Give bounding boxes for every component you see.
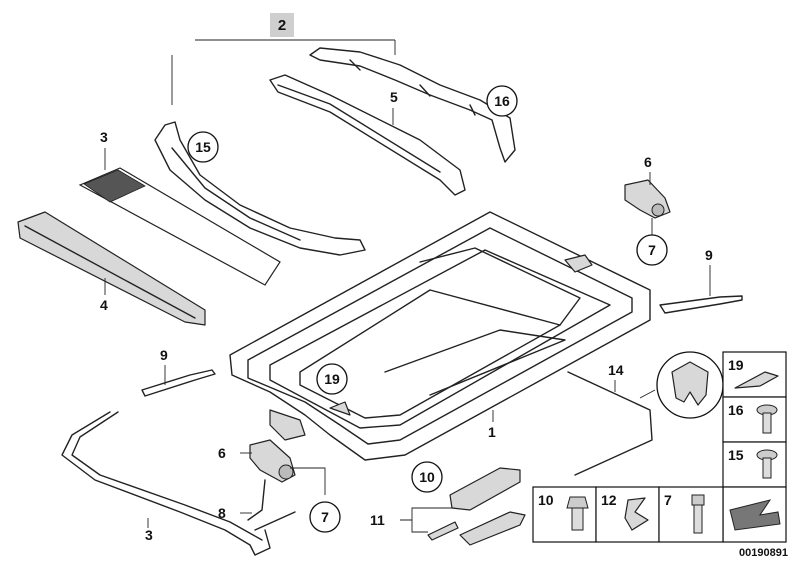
left-drain-part xyxy=(141,365,216,397)
legend-label-12: 12 xyxy=(601,492,617,508)
right-motor-part xyxy=(624,172,671,235)
legend-cell-16 xyxy=(722,396,787,443)
legend-label-7: 7 xyxy=(664,492,672,508)
sunroof-frame-part xyxy=(229,211,651,461)
label-motor-left: 6 xyxy=(218,445,226,461)
label-screw-right: 7 xyxy=(648,242,656,258)
cable-part xyxy=(567,351,724,476)
label-frame: 1 xyxy=(488,424,496,440)
legend-screw-icon-15 xyxy=(756,449,778,479)
hardware-legend-column: 19 16 15 xyxy=(722,351,787,543)
legend-label-19: 19 xyxy=(728,357,744,373)
legend-screw-icon-16 xyxy=(756,404,778,434)
sunshade-part xyxy=(78,148,281,286)
rear-rail-part xyxy=(269,74,466,196)
callout-circle-7-right xyxy=(636,234,668,266)
label-part-15: 15 xyxy=(195,139,211,155)
reference-number: 00190891 xyxy=(739,547,788,559)
legend-label-16: 16 xyxy=(728,402,744,418)
label-cable: 14 xyxy=(608,362,624,378)
callout-labels: 5 3 4 6 9 9 1 14 6 8 11 3 xyxy=(100,89,713,543)
legend-bolt-icon-7 xyxy=(691,494,705,534)
label-motor-right: 6 xyxy=(644,154,652,170)
callout-circle-7-left xyxy=(309,501,341,533)
assembly-label-box xyxy=(270,13,294,37)
callout-circle-10 xyxy=(411,461,443,493)
slider-assembly-part xyxy=(400,467,526,546)
label-part-16: 16 xyxy=(494,93,510,109)
legend-label-15: 15 xyxy=(728,447,744,463)
circled-callouts: 16 15 7 19 10 7 xyxy=(187,85,668,533)
left-motor-part xyxy=(240,439,326,521)
left-frame-piece xyxy=(154,121,366,256)
legend-arrow-icon xyxy=(729,499,781,531)
label-bracket: 8 xyxy=(218,505,226,521)
legend-clip-icon-19 xyxy=(734,371,779,389)
legend-cell-15 xyxy=(722,441,787,488)
label-gasket: 3 xyxy=(145,527,153,543)
label-drain-right: 9 xyxy=(705,247,713,263)
label-clip-10: 10 xyxy=(419,469,435,485)
hardware-legend-row: 10 12 7 xyxy=(532,486,724,543)
legend-clip-icon-10 xyxy=(566,496,589,531)
right-drain-part xyxy=(659,265,743,314)
callout-circle-19 xyxy=(316,363,348,395)
callout-circle-16 xyxy=(486,85,518,117)
legend-clip-icon-12 xyxy=(624,497,649,531)
label-drain-left: 9 xyxy=(160,347,168,363)
label-front-seal: 4 xyxy=(100,297,108,313)
upper-bracket-part xyxy=(309,47,516,163)
label-part-19: 19 xyxy=(324,371,340,387)
legend-cell-7 xyxy=(658,486,724,543)
legend-cell-19 xyxy=(722,351,787,398)
label-rear-rail: 5 xyxy=(390,89,398,105)
wind-deflector-part xyxy=(17,211,206,326)
assembly-label: 2 xyxy=(278,17,286,34)
label-screw-left: 7 xyxy=(321,509,329,525)
label-slider-group: 11 xyxy=(370,512,385,528)
lower-gasket-part xyxy=(61,411,296,556)
label-sunshade: 3 xyxy=(100,129,108,145)
legend-label-10: 10 xyxy=(538,492,554,508)
callout-circle-15 xyxy=(187,131,219,163)
assembly-bracket-2: 2 xyxy=(171,13,396,105)
